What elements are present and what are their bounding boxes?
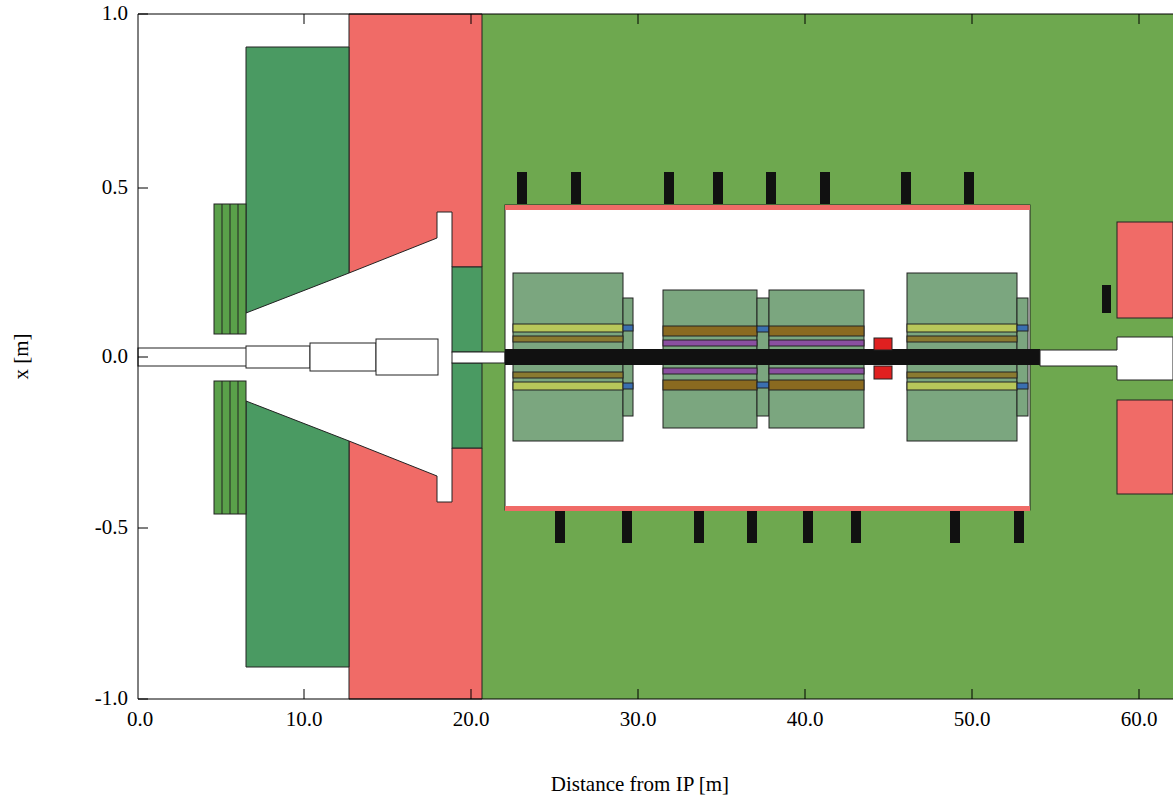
beam-pipe bbox=[138, 339, 505, 375]
tunnel-region bbox=[482, 14, 1173, 699]
support bbox=[1102, 285, 1111, 313]
absorber-block bbox=[246, 401, 349, 667]
supports bbox=[517, 172, 1024, 543]
tick-label: 50.0 bbox=[954, 708, 991, 731]
tick-label: 0.0 bbox=[127, 708, 153, 731]
shield-block bbox=[1117, 400, 1173, 494]
axis-title: x [m] bbox=[10, 334, 33, 380]
plug-block bbox=[452, 363, 482, 448]
tick-label: 0.5 bbox=[102, 176, 128, 199]
wall-line bbox=[505, 205, 1030, 210]
tick-label: 0.0 bbox=[102, 345, 128, 368]
tick-label: 60.0 bbox=[1121, 708, 1158, 731]
axis-title: Distance from IP [m] bbox=[551, 773, 729, 796]
tick-label: 10.0 bbox=[286, 708, 323, 731]
shield-region bbox=[349, 441, 482, 699]
collimator bbox=[874, 338, 892, 350]
plug-block bbox=[452, 267, 482, 352]
axes-frame bbox=[138, 14, 1173, 699]
shield-region bbox=[349, 14, 482, 273]
beam-line bbox=[505, 349, 1040, 365]
beam-pipe bbox=[1040, 337, 1173, 380]
absorber-block bbox=[246, 47, 349, 313]
collimator bbox=[874, 366, 892, 379]
tick-label: 40.0 bbox=[787, 708, 824, 731]
tick-label: -1.0 bbox=[95, 687, 128, 710]
tick-label: 20.0 bbox=[453, 708, 490, 731]
wall-line bbox=[505, 506, 1030, 511]
tick-label: -0.5 bbox=[95, 516, 128, 539]
tick-label: 1.0 bbox=[102, 2, 128, 25]
plot-ground bbox=[138, 14, 1173, 699]
tick-label: 30.0 bbox=[620, 708, 657, 731]
shield-block bbox=[1117, 222, 1173, 318]
